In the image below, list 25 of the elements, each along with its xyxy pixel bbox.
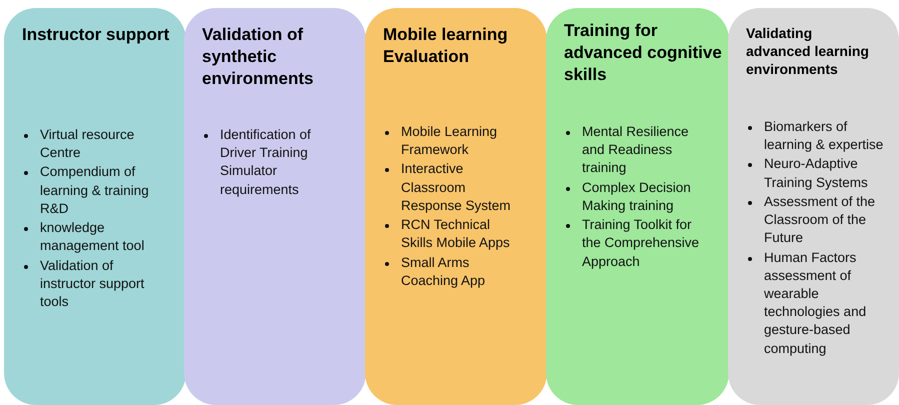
category-panel (4, 8, 186, 405)
bullet-text: RCN Technical Skills Mobile Apps (401, 216, 511, 252)
bullet-text: Neuro-Adaptive Training Systems (764, 155, 869, 192)
panel-heading: Mobile learning Evaluation (383, 24, 509, 68)
category-panel (184, 8, 366, 405)
panel-heading: Instructor support (22, 24, 170, 46)
panel-heading: Validation of synthetic environments (202, 24, 314, 90)
panel-heading: Validating advanced learning environments (746, 24, 870, 79)
bullet-text: Small Arms Coaching App (401, 254, 486, 290)
bullet-text: Training Toolkit for the Comprehensive Approach (582, 216, 700, 271)
bullet-text: Assessment of the Classroom of the Future (764, 192, 876, 248)
category-panel (546, 8, 729, 405)
bullet-text: Biomarkers of learning & expertise (764, 118, 884, 154)
panel-heading: Training for advanced cognitive skills (564, 20, 723, 86)
bullet-text: knowledge management tool (40, 219, 146, 256)
bullet-text: Mobile Learning Framework (401, 123, 498, 160)
bullet-text: Virtual resource Centre (40, 126, 136, 162)
bullet-text: Interactive Classroom Response System (401, 160, 512, 215)
category-panel (365, 8, 547, 405)
bullet-text: Validation of instructor support tools (40, 256, 146, 311)
bullet-text: Identification of Driver Training Simulator requirements (220, 126, 312, 199)
bullet-text: Mental Resilience and Readiness training (582, 123, 690, 178)
bullet-text: Complex Decision Making training (582, 178, 692, 215)
bullet-text: Human Factors assessment of wearable technologies and gesture-based computing (764, 248, 868, 358)
category-panel (728, 8, 899, 405)
